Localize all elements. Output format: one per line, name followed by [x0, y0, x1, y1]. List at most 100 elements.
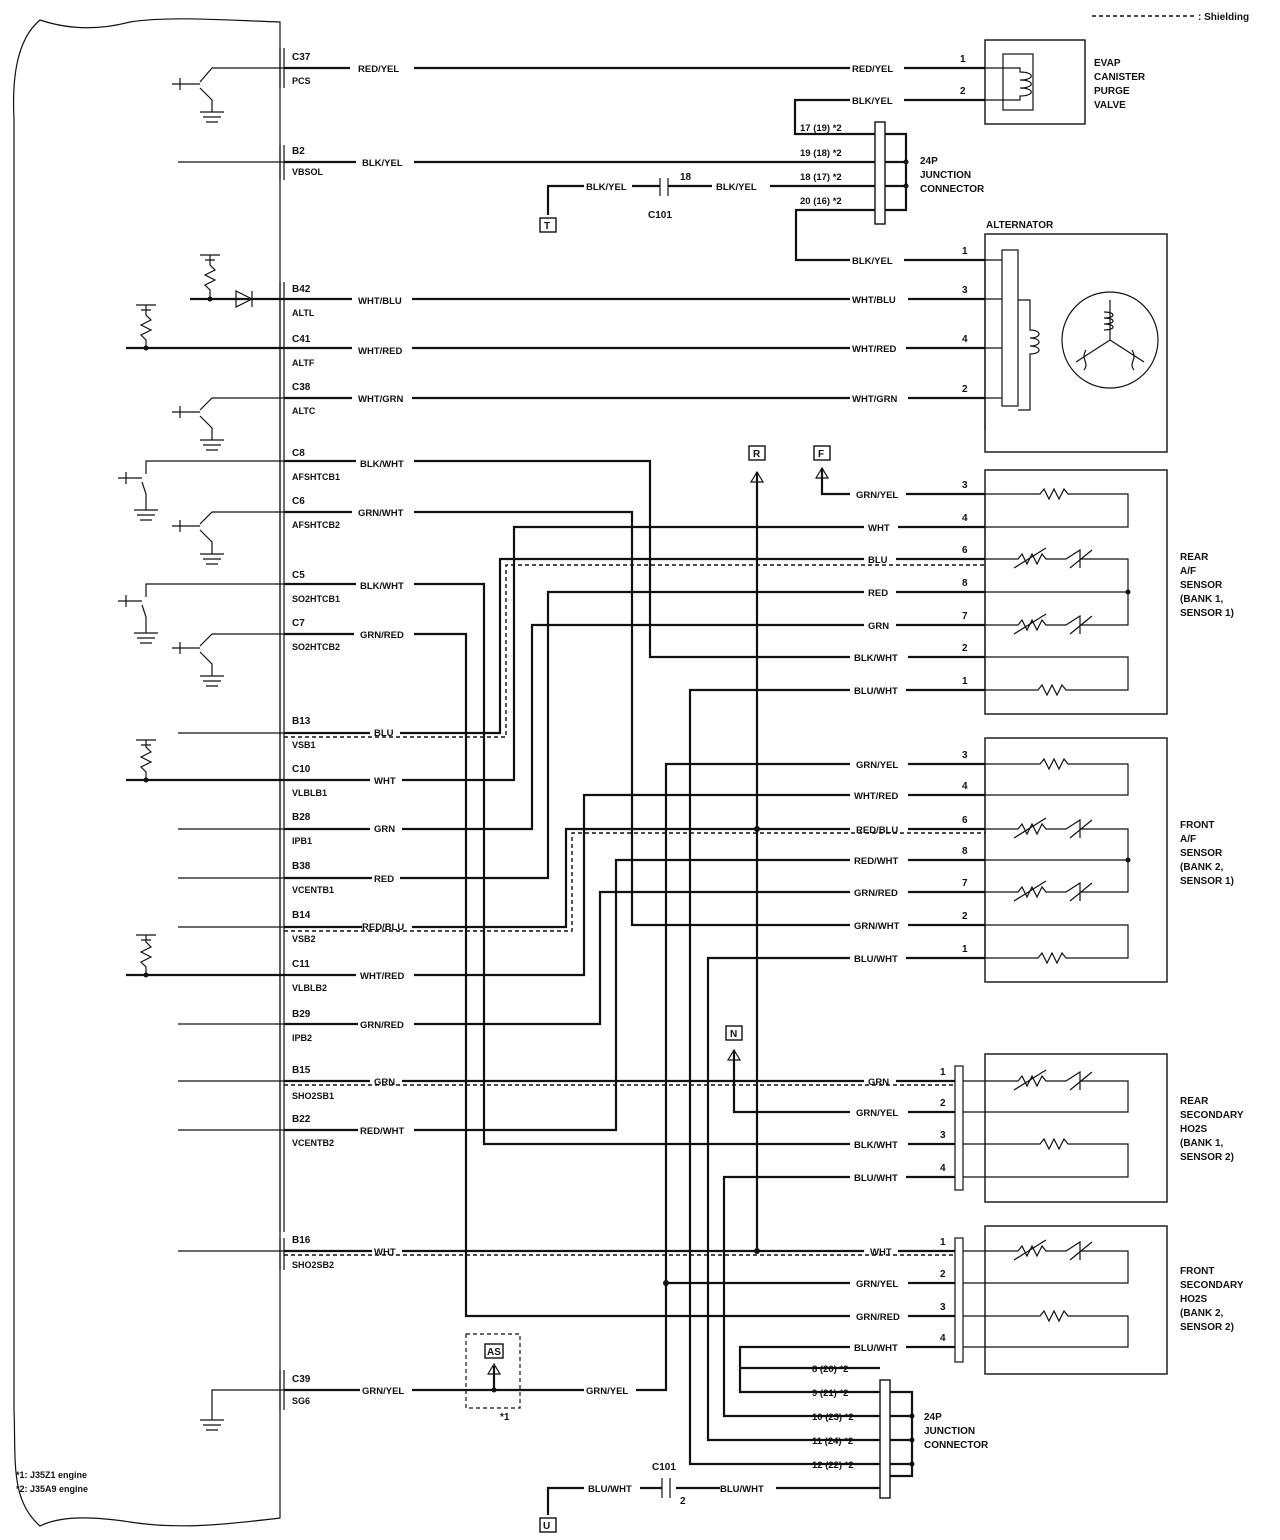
pin-number: 4: [962, 334, 968, 345]
ecm-pin-id: C39: [292, 1374, 311, 1385]
wire-label: RED: [868, 588, 888, 599]
ecm-pin-id: B28: [292, 812, 311, 823]
wire-label: RED: [374, 874, 394, 885]
as-marker-label: AS: [487, 1347, 501, 1358]
pin-number: 3: [962, 480, 968, 491]
wire-label: GRN/YEL: [856, 490, 898, 501]
wire-label: BLU/WHT: [854, 686, 898, 697]
wire-label: WHT/RED: [852, 344, 896, 355]
ecm-wire-labels: RED/YEL BLK/YEL WHT/BLU WHT/RED WHT/GRN …: [358, 64, 405, 1397]
wire-label: WHT/RED: [360, 971, 404, 982]
component-name: CONNECTOR: [920, 184, 985, 195]
wire-label: WHT: [374, 776, 396, 787]
component-name: (BANK 2,: [1180, 1308, 1224, 1319]
pin-number: 3: [962, 750, 968, 761]
component-name: HO2S: [1180, 1124, 1208, 1135]
ecm-pin-id: C37: [292, 52, 311, 63]
wire-label: RED/WHT: [854, 856, 899, 867]
component-name: SECONDARY: [1180, 1280, 1244, 1291]
ecm-pin-name: SG6: [292, 1396, 310, 1406]
pin-number: 7: [962, 611, 968, 622]
ecm-pin-name: VLBLB2: [292, 983, 327, 993]
component-name: (BANK 1,: [1180, 594, 1224, 605]
pin-number: 2: [940, 1269, 946, 1280]
pin-number: 2: [962, 911, 968, 922]
jc-pin: 8 (20) *2: [812, 1364, 848, 1375]
rear-secondary-ho2s: 1 2 3 4 GRN GRN/YEL BLK/WHT BLU/WHT REAR…: [854, 1053, 1244, 1203]
component-name: SENSOR 1): [1180, 608, 1234, 619]
junction-connector-bottom: 8 (20) *2 9 (21) *2 10 (23) *2 11 (24) *…: [812, 1364, 989, 1499]
ecm-pin-name: SO2HTCB2: [292, 642, 340, 652]
wire-label: GRN/YEL: [856, 1108, 898, 1119]
wire-label: BLK/YEL: [362, 158, 403, 169]
off-page-marker-t: T: [544, 221, 550, 232]
c101-bottom: C101 2 BLU/WHT BLU/WHT U: [539, 1462, 764, 1533]
ecm-pin-name: ALTL: [292, 308, 315, 318]
wire-label: GRN: [374, 1077, 395, 1088]
shielding-legend: : Shielding: [1092, 12, 1249, 23]
ecm-pin-name: VSB1: [292, 740, 316, 750]
ecm-pin-id: C5: [292, 570, 305, 581]
off-page-markers-top: R F: [748, 445, 831, 461]
ecm-pin-name: VCENTB1: [292, 885, 334, 895]
pin-number: 8: [962, 578, 968, 589]
component-name: VALVE: [1094, 100, 1126, 111]
ecm-pin-name: SO2HTCB1: [292, 594, 340, 604]
wire-label: BLK/YEL: [852, 96, 893, 107]
pin-number: 4: [962, 513, 968, 524]
wire-label: WHT/GRN: [358, 394, 404, 405]
wires: [284, 66, 985, 1515]
off-page-marker-f: F: [818, 449, 824, 460]
wire-label: WHT/GRN: [852, 394, 898, 405]
off-page-marker-u: U: [543, 1521, 550, 1532]
wire-label: BLU: [374, 728, 394, 739]
front-af-sensor: 3 4 6 8 7 2 1 GRN/YEL WHT/RED RED/BLU RE…: [854, 737, 1234, 983]
shielding-legend-text: : Shielding: [1198, 12, 1249, 23]
wire-label: WHT: [870, 1247, 892, 1258]
pin-number: 4: [940, 1163, 946, 1174]
pin-number: 2: [680, 1496, 686, 1507]
pin-number: 6: [962, 815, 968, 826]
pin-number: 7: [962, 878, 968, 889]
ecm-pin-name: AFSHTCB1: [292, 472, 340, 482]
c101-top: 18 C101 BLK/YEL BLK/YEL T: [539, 172, 757, 233]
off-page-marker-n-group: N: [725, 1025, 743, 1041]
ecm-internal-symbols: [118, 67, 284, 1431]
pin-number: 1: [940, 1067, 946, 1078]
pin-number: 18: [680, 172, 692, 183]
ecm-pin-id: B22: [292, 1114, 311, 1125]
pin-number: 2: [962, 384, 968, 395]
alternator: ALTERNATOR 1 3 4 2 BLK/YEL WHT/BLU WHT/R…: [852, 220, 1168, 453]
as-marker-group: AS *1 GRN/YEL: [465, 1333, 628, 1423]
wire-label: WHT/RED: [854, 791, 898, 802]
wire-label: WHT/RED: [358, 346, 402, 357]
ecm-pin-name: PCS: [292, 76, 311, 86]
connector-name: C101: [652, 1462, 676, 1473]
wire-label: BLK/YEL: [716, 182, 757, 193]
wire-label: GRN/RED: [856, 1312, 900, 1323]
ecm-pin-id: B38: [292, 861, 311, 872]
off-page-marker-r: R: [753, 449, 761, 460]
wire-label: BLU/WHT: [854, 1173, 898, 1184]
as-marker-note: *1: [500, 1412, 510, 1423]
ecm-pin-id: B42: [292, 284, 311, 295]
ecm-pin-id: C8: [292, 448, 305, 459]
ecm-pin-name: SHO2SB1: [292, 1091, 334, 1101]
ecm-pin-id: C6: [292, 496, 305, 507]
pin-number: 4: [962, 781, 968, 792]
pin-number: 1: [962, 246, 968, 257]
wire-label: BLK/WHT: [360, 581, 404, 592]
component-name: SENSOR 1): [1180, 876, 1234, 887]
component-name: FRONT: [1180, 1266, 1214, 1277]
jc-pin: 11 (24) *2: [812, 1436, 853, 1447]
pin-number: 1: [962, 944, 968, 955]
ecm-pin-name: VCENTB2: [292, 1138, 334, 1148]
pin-number: 8: [962, 846, 968, 857]
component-name: SENSOR: [1180, 848, 1223, 859]
wire-label: BLK/YEL: [852, 256, 893, 267]
pin-number: 6: [962, 545, 968, 556]
wire-label: BLK/YEL: [586, 182, 627, 193]
pin-number: 4: [940, 1333, 946, 1344]
component-name: JUNCTION: [924, 1426, 975, 1437]
